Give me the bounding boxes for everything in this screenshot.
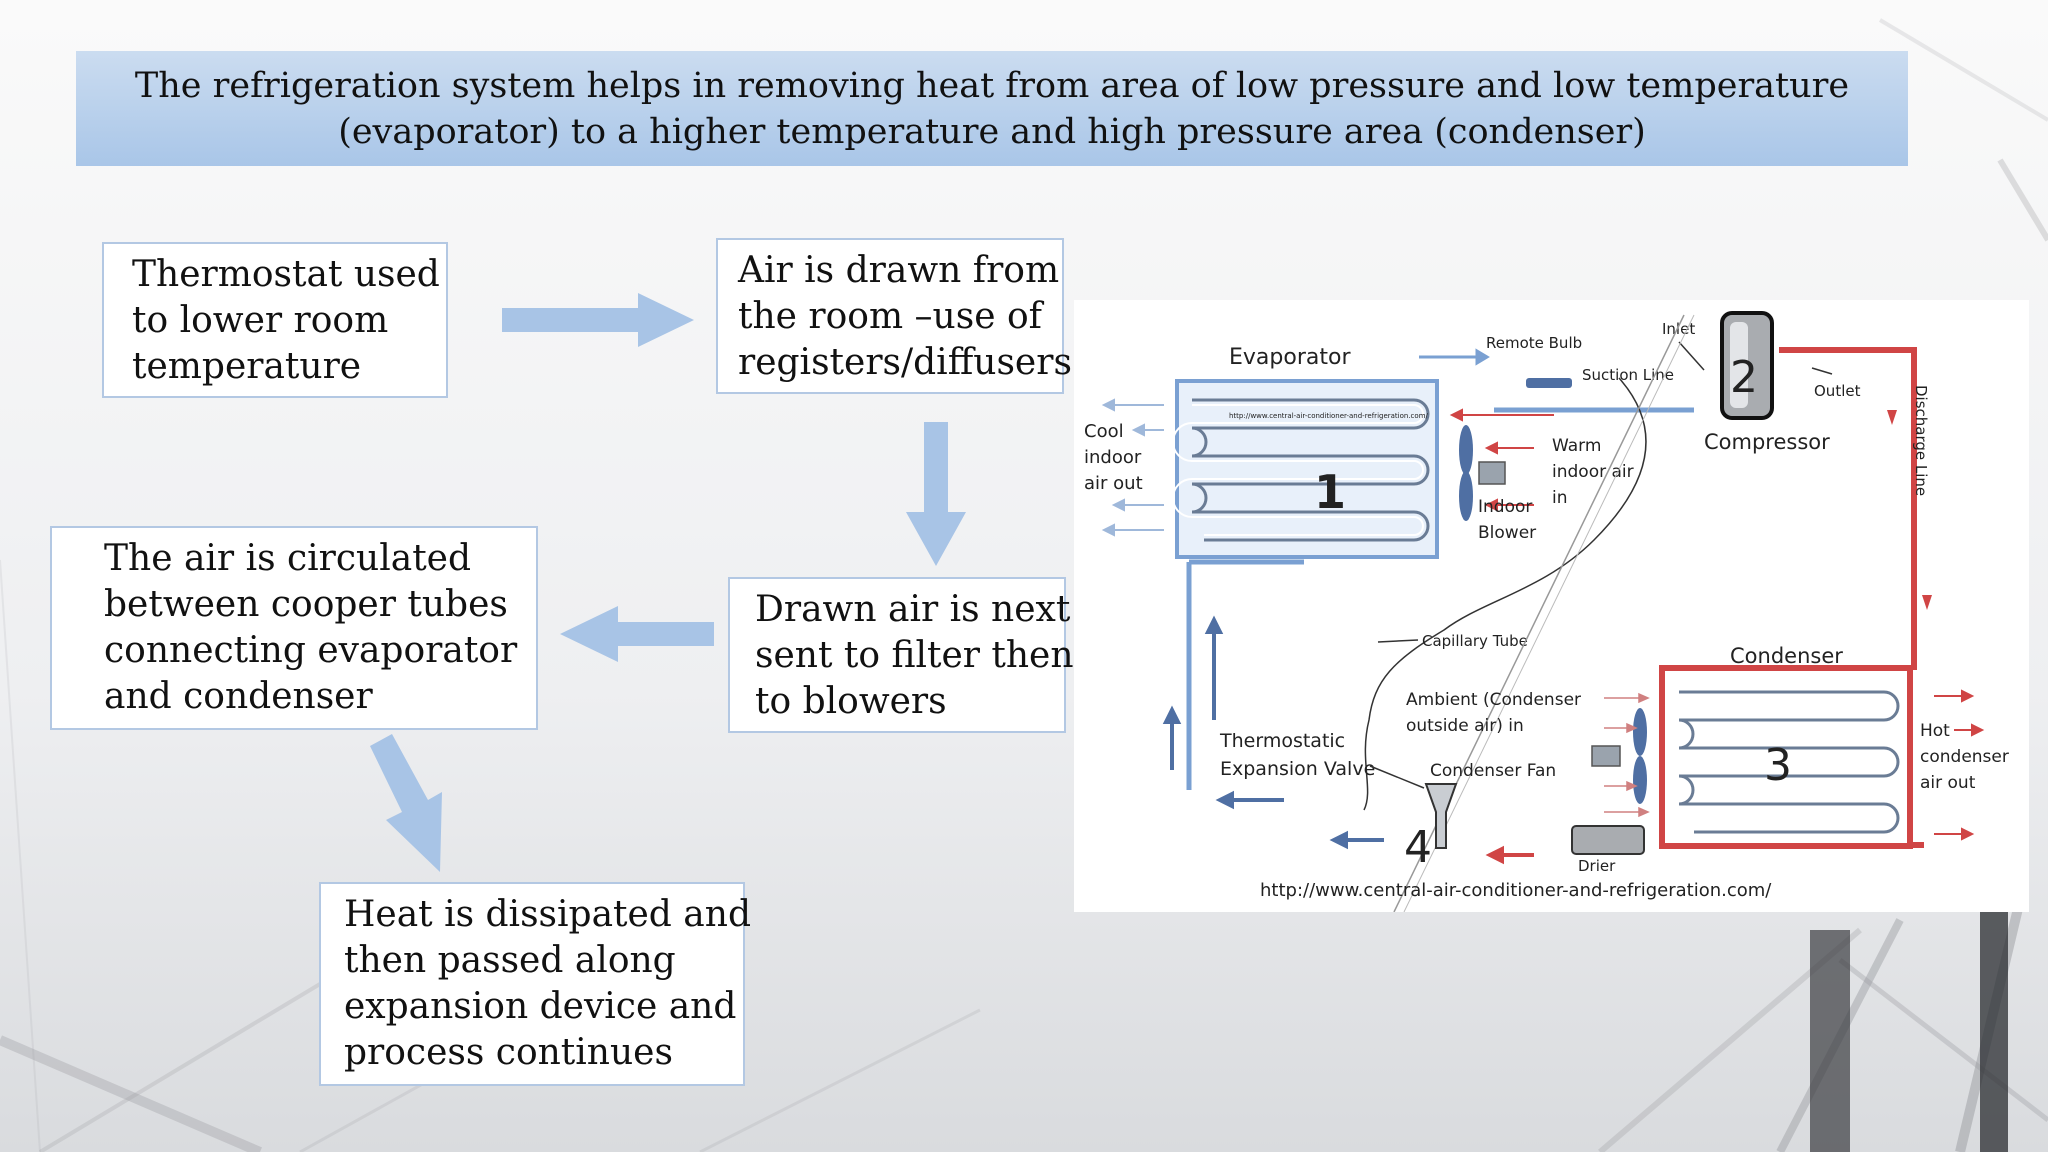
step-filter-blowers: Drawn air is next sent to filter then to… — [728, 577, 1074, 733]
expansion-valve-icon — [1424, 783, 1458, 849]
number-2: 2 — [1730, 352, 1758, 403]
condenser-coil — [1659, 665, 1913, 849]
number-1: 1 — [1314, 465, 1346, 519]
step-thermostat: Thermostat used to lower room temperatur… — [102, 242, 448, 398]
compressor-icon — [1720, 311, 1774, 420]
step-line: to blowers — [755, 681, 947, 722]
ambient-air-line: outside air) in — [1406, 716, 1524, 736]
hot-air-line: condenser — [1920, 747, 2009, 767]
hot-air-line: Hot — [1920, 721, 1950, 741]
capillary-tube-label: Capillary Tube — [1422, 632, 1528, 650]
remote-bulb-label: Remote Bulb — [1486, 334, 1582, 352]
source-url: http://www.central-air-conditioner-and-r… — [1260, 880, 1772, 901]
outlet-label: Outlet — [1814, 382, 1861, 400]
indoor-blower-line: Blower — [1478, 523, 1536, 543]
step-circulated: The air is circulated between cooper tub… — [50, 526, 538, 730]
condenser-fan-icon — [1591, 708, 1647, 804]
banner-line-2: (evaporator) to a higher temperature and… — [338, 111, 1646, 152]
step-line: The air is circulated — [104, 538, 472, 579]
condenser-fan-label: Condenser Fan — [1430, 761, 1556, 781]
evaporator-coil — [1172, 379, 1439, 559]
step-line: Heat is dissipated and — [344, 894, 751, 935]
ambient-air-line: Ambient (Condenser — [1406, 690, 1581, 710]
step-line: the room –use of — [738, 296, 1042, 337]
step-line: temperature — [132, 346, 362, 387]
inlet-label: Inlet — [1662, 320, 1695, 338]
step-line: registers/diffusers — [738, 342, 1072, 383]
arrow-down — [906, 422, 966, 566]
drier-label: Drier — [1578, 857, 1616, 875]
txv-line: Thermostatic — [1219, 730, 1345, 752]
warm-air-line: in — [1552, 488, 1568, 508]
arrow-left — [560, 606, 714, 662]
suction-line-label: Suction Line — [1582, 366, 1674, 384]
step-line: expansion device and — [344, 986, 737, 1027]
compressor-label: Compressor — [1704, 430, 1830, 454]
step-line: to lower room — [132, 300, 389, 341]
evap-watermark: http://www.central-air-conditioner-and-r… — [1229, 412, 1429, 420]
cool-air-line: Cool — [1084, 421, 1124, 442]
number-3: 3 — [1764, 740, 1792, 791]
step-line: process continues — [344, 1032, 673, 1073]
evaporator-label: Evaporator — [1229, 345, 1351, 370]
arrow-right — [502, 293, 694, 347]
step-line: between cooper tubes — [104, 584, 508, 625]
cool-air-line: indoor — [1084, 447, 1142, 468]
remote-bulb-icon — [1526, 378, 1572, 388]
step-air-drawn: Air is drawn from the room –use of regis… — [716, 238, 1072, 394]
step-line: then passed along — [344, 940, 676, 981]
arrow-diagonal-down — [370, 734, 442, 872]
title-banner: The refrigeration system helps in removi… — [76, 51, 1908, 166]
step-line: connecting evaporator — [104, 630, 518, 671]
condenser-label: Condenser — [1730, 644, 1843, 668]
step-line: sent to filter then — [755, 635, 1074, 676]
cool-air-line: air out — [1084, 473, 1143, 494]
step-line: Thermostat used — [132, 254, 440, 295]
indoor-blower-icon — [1459, 425, 1506, 521]
step-heat-dissipated: Heat is dissipated and then passed along… — [319, 882, 751, 1086]
step-line: and condenser — [104, 676, 373, 717]
warm-air-line: Warm — [1552, 436, 1601, 456]
discharge-line-label: Discharge Line — [1912, 385, 1930, 496]
indoor-blower-line: Indoor — [1478, 497, 1532, 517]
hot-air-line: air out — [1920, 773, 1976, 793]
drier-icon — [1571, 825, 1645, 855]
warm-air-line: indoor air — [1552, 462, 1634, 482]
step-line: Drawn air is next — [755, 589, 1071, 630]
txv-line: Expansion Valve — [1220, 758, 1375, 780]
refrigeration-diagram: http://www.central-air-conditioner-and-r… — [1084, 311, 2009, 912]
number-4: 4 — [1404, 822, 1432, 873]
step-line: Air is drawn from — [738, 250, 1060, 291]
banner-line-1: The refrigeration system helps in removi… — [134, 65, 1850, 106]
